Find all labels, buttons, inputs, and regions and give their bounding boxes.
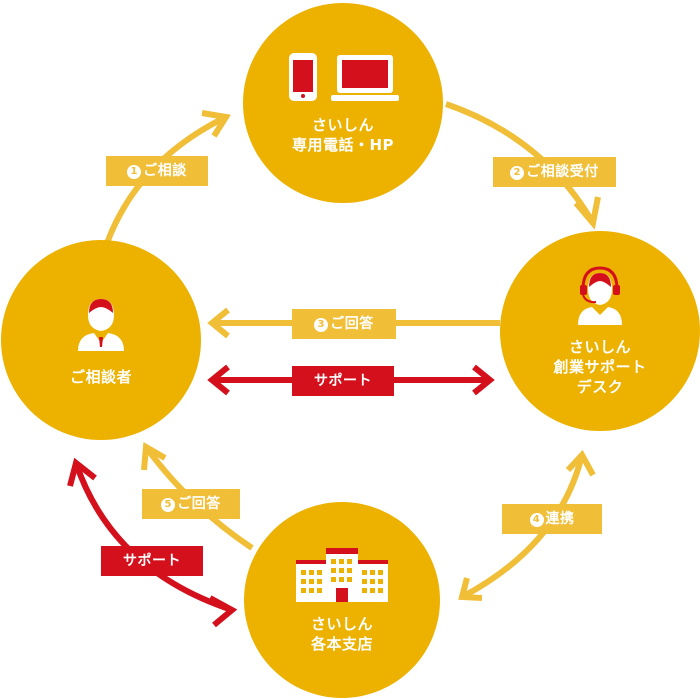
node-hotline-hp-line1: さいしん [311, 116, 374, 134]
node-hotline-hp-line2: 専用電話・HP [291, 136, 395, 154]
smartphone-icon [289, 53, 317, 101]
laptop-icon [331, 55, 399, 101]
step1-number: 1 [127, 165, 142, 179]
step4-text: 連携 [545, 511, 575, 527]
node-startup-support-desk: さいしん 創業サポート デスク [500, 231, 700, 431]
arrow-step4 [460, 454, 585, 600]
step1-text: ご相談 [143, 163, 187, 179]
node-hotline-hp: さいしん 専用電話・HP [243, 3, 443, 203]
node-branches-line1: さいしん [310, 615, 373, 633]
support-arrowhead-lower-top [67, 457, 97, 487]
step5-number: 5 [161, 498, 176, 512]
support-arrowhead-right [472, 364, 495, 396]
arrowhead-step1 [201, 110, 231, 138]
arrowhead-step4-bottom [458, 577, 483, 601]
support-arrow-lower [73, 462, 233, 613]
node-startup-support-desk-line1: さいしん [568, 338, 631, 356]
support-label-lower-text: サポート [123, 553, 181, 569]
headset-operator-icon [578, 266, 622, 325]
step3-text: ご回答 [330, 316, 374, 332]
node-branches-line2: 各本支店 [310, 635, 373, 653]
step2-text: ご相談受付 [526, 164, 599, 180]
support-arrowhead-lower-bottom [208, 595, 238, 628]
node-consultant-line1: ご相談者 [69, 368, 132, 386]
step4-number: 4 [529, 513, 544, 527]
step5-text: ご回答 [177, 496, 221, 512]
step3-number: 3 [314, 318, 329, 332]
consultant-person-icon [78, 299, 124, 351]
support-label-middle: サポート [292, 366, 394, 396]
support-label-lower: サポート [101, 546, 203, 576]
device-icons [287, 51, 399, 103]
node-branches: さいしん 各本支店 [244, 502, 440, 698]
arrowhead-step2 [573, 196, 601, 230]
arrowhead-step5 [141, 442, 167, 471]
node-startup-support-desk-line2: 創業サポート [553, 358, 647, 376]
node-startup-support-desk-line3: デスク [576, 378, 624, 396]
support-label-middle-text: サポート [314, 373, 372, 389]
arrowhead-step4-top [565, 449, 596, 477]
arrowhead-step3 [207, 307, 230, 339]
bank-building-icon [296, 548, 388, 602]
node-consultant: ご相談者 [1, 240, 201, 440]
support-arrowhead-left [207, 364, 230, 396]
arrow-step2 [445, 101, 596, 225]
step2-number: 2 [510, 166, 525, 180]
